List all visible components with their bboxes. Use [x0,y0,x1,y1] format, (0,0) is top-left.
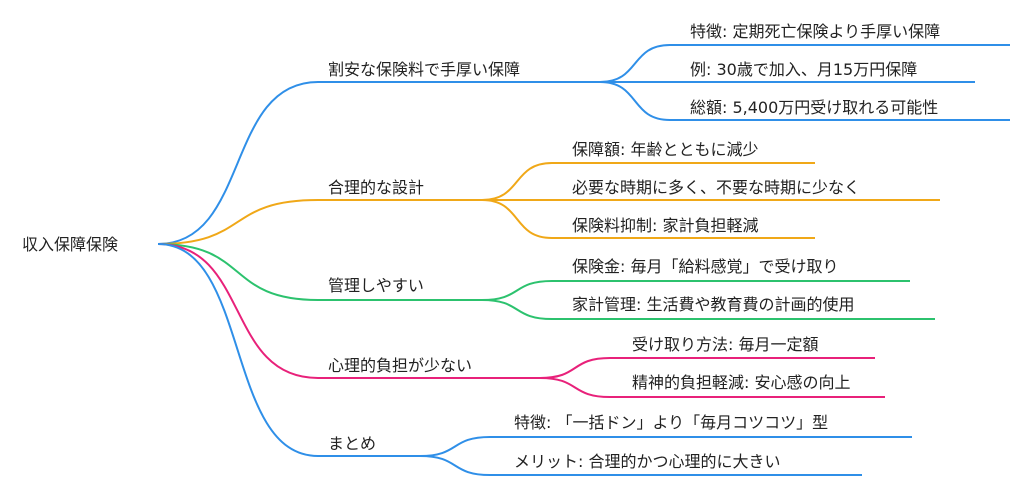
branch-1-child-1: 特徴: 定期死亡保険より手厚い保障 [690,22,941,41]
branch-4-child-1-connector [539,357,875,379]
branch-1-child-3-connector [599,81,1010,121]
root-node: 収入保障保険 [22,235,119,254]
branch-4-child-2: 精神的負担軽減: 安心感の向上 [632,373,851,392]
branch-2-child-2: 必要な時期に多く、不要な時期に少なく [572,178,861,197]
branch-4-connector [157,243,540,379]
branch-2-child-1-connector [481,162,815,201]
branch-3-child-1-connector [481,280,910,301]
branch-5-connector [157,243,420,457]
branch-4-child-1: 受け取り方法: 毎月一定額 [632,335,819,354]
branch-1-child-1-connector [599,44,1010,83]
branch-2-child-3-connector [481,199,815,239]
branch-1-child-2: 例: 30歳で加入、月15万円保障 [690,60,918,79]
branch-1-connector [157,81,600,245]
branch-1-child-3: 総額: 5,400万円受け取れる可能性 [690,98,939,117]
branch-3-child-1: 保険金: 毎月「給料感覚」で受け取り [572,257,839,276]
branch-5-child-1-connector [419,436,912,457]
branch-5-child-2-connector [419,455,862,476]
branch-3-connector [157,243,482,301]
branch-5-label: まとめ [328,434,377,453]
branch-5-child-1: 特徴: 「一括ドン」より「毎月コツコツ」型 [514,413,829,432]
branch-3-label: 管理しやすい [328,276,424,295]
branch-3-child-2-connector [481,299,935,320]
branch-2-label: 合理的な設計 [328,178,425,197]
branch-3-child-2: 家計管理: 生活費や教育費の計画的使用 [572,295,855,314]
branch-1-label: 割安な保険料で手厚い保障 [328,60,521,79]
branch-2-child-3: 保険料抑制: 家計負担軽減 [572,216,759,235]
branch-2-child-1: 保障額: 年齢とともに減少 [572,140,759,159]
branch-4-label: 心理的負担が少ない [328,356,473,375]
branch-4-child-2-connector [539,377,885,398]
branch-2-connector [157,199,482,245]
branch-5-child-2: メリット: 合理的かつ心理的に大きい [514,452,781,471]
